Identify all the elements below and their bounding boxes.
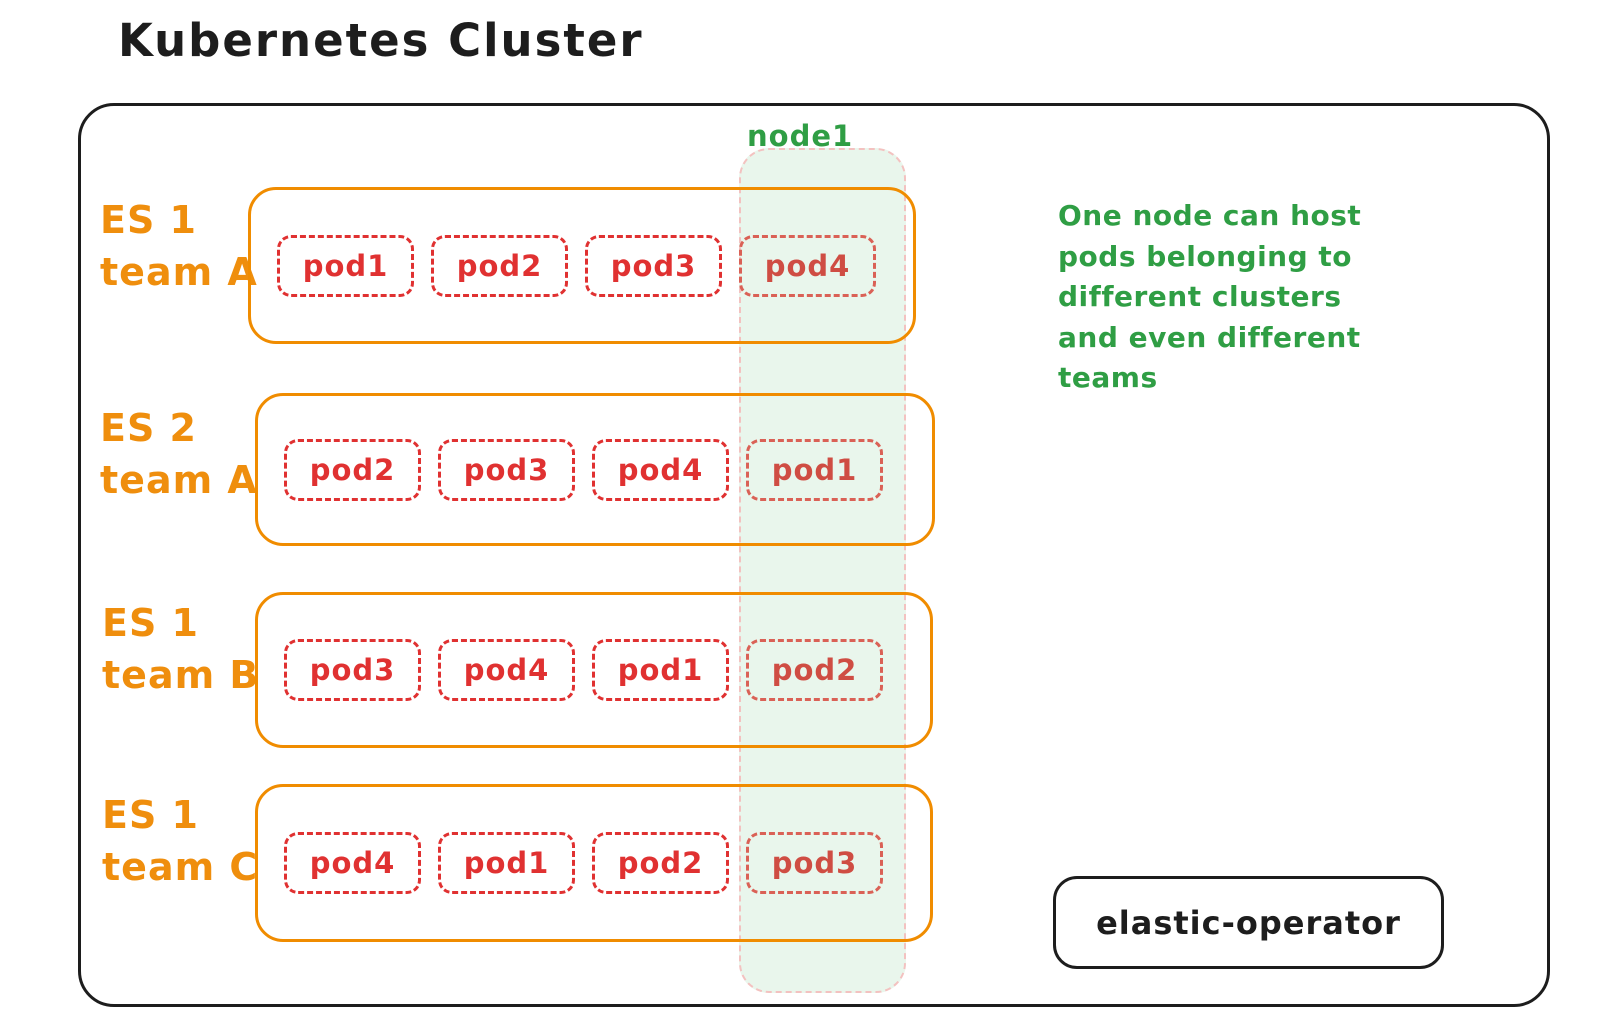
- cluster-name-line1: ES 1: [100, 198, 197, 242]
- cluster-label-es1-team-b: ES 1 team B: [102, 597, 259, 701]
- cluster-label-es1-team-c: ES 1 team C: [102, 789, 258, 893]
- pod: pod1: [438, 832, 575, 894]
- pod: pod4: [438, 639, 575, 701]
- cluster-label-es1-team-a: ES 1 team A: [100, 194, 258, 298]
- pod: pod1: [592, 639, 729, 701]
- pod: pod3: [585, 234, 722, 297]
- cluster-name-line1: ES 1: [102, 793, 199, 837]
- pod: pod3: [438, 438, 575, 501]
- pod: pod2: [284, 438, 421, 501]
- cluster-box-es1-team-b: pod3 pod4 pod1 pod2: [255, 592, 933, 748]
- cluster-label-es2-team-a: ES 2 team A: [100, 402, 258, 506]
- cluster-box-es1-team-a: pod1 pod2 pod3 pod4: [248, 187, 916, 344]
- elastic-operator-label: elastic-operator: [1096, 903, 1401, 942]
- cluster-name-line2: team C: [102, 845, 259, 889]
- node1-label: node1: [747, 119, 854, 153]
- cluster-box-es2-team-a: pod2 pod3 pod4 pod1: [255, 393, 935, 546]
- pod-on-node1: pod4: [739, 234, 876, 297]
- pod: pod1: [277, 234, 414, 297]
- cluster-name-line2: team B: [102, 653, 260, 697]
- pod-on-node1: pod2: [746, 639, 883, 701]
- node1-column-highlight: [739, 148, 906, 993]
- elastic-operator-box: elastic-operator: [1053, 876, 1444, 969]
- cluster-name-line1: ES 1: [102, 601, 199, 645]
- pod: pod2: [431, 234, 568, 297]
- diagram-title: Kubernetes Cluster: [118, 14, 644, 67]
- pod: pod4: [284, 832, 421, 894]
- pod-on-node1: pod3: [746, 832, 883, 894]
- kubernetes-cluster-boundary: [78, 103, 1550, 1007]
- pod: pod2: [592, 832, 729, 894]
- cluster-name-line2: team A: [100, 458, 258, 502]
- cluster-name-line2: team A: [100, 250, 258, 294]
- pod-on-node1: pod1: [746, 438, 883, 501]
- cluster-box-es1-team-c: pod4 pod1 pod2 pod3: [255, 784, 933, 942]
- node-sharing-annotation: One node can host pods belonging to diff…: [1058, 199, 1362, 394]
- cluster-name-line1: ES 2: [100, 406, 197, 450]
- pod: pod4: [592, 438, 729, 501]
- pod: pod3: [284, 639, 421, 701]
